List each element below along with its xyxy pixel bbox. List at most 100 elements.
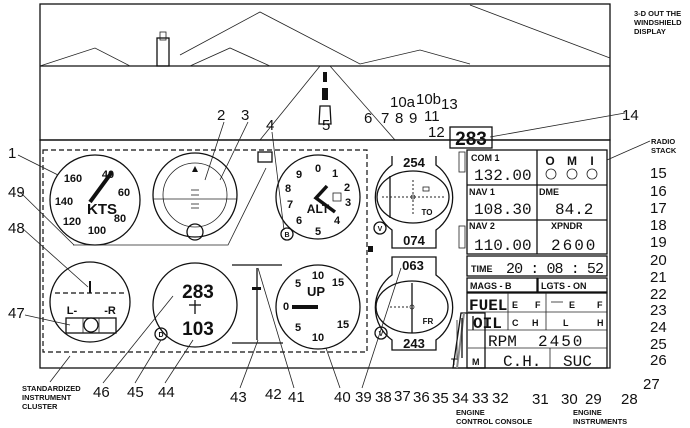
label-text: 3 <box>345 197 351 209</box>
label-text: 074 <box>403 233 425 248</box>
nav1-vor-indicator: 254 TO 074 V <box>373 155 454 249</box>
nav2-radio[interactable]: NAV 2 110.00 <box>469 221 532 255</box>
label-text: 25 <box>650 336 667 353</box>
label-text: H <box>597 318 604 328</box>
label-text: 5 <box>295 278 301 290</box>
label-text: 283 <box>182 282 214 303</box>
label-text: 48 <box>8 220 25 237</box>
airspeed-indicator: 160 40 60 80 100 120 140 KTS <box>49 154 141 246</box>
label-text: 3 <box>241 107 249 124</box>
label-text: 1 <box>332 168 338 180</box>
label-text: 243 <box>403 336 425 351</box>
label-text: 38 <box>375 389 392 406</box>
label-text: M <box>472 357 480 367</box>
label-text: FR <box>423 317 434 326</box>
callout-numbers: 1 2 3 4 5 6 7 8 9 10a 10b 11 12 13 14 15… <box>8 91 667 408</box>
caption-instrument-cluster: STANDARDIZED INSTRUMENT CLUSTER <box>22 384 81 411</box>
label-text: C.H. <box>503 353 541 371</box>
label-text: 063 <box>402 258 424 273</box>
label-text: 160 <box>64 173 82 185</box>
bank-pointer-icon <box>192 166 198 172</box>
label-text: 35 <box>432 390 449 407</box>
lights-switch[interactable] <box>537 277 608 293</box>
elevator-trim-indicator <box>232 264 283 344</box>
label-text: SUC <box>563 353 592 371</box>
dme-switch[interactable] <box>368 246 373 252</box>
label-text: 36 <box>413 389 430 406</box>
label-text: 21 <box>650 269 667 286</box>
obs2-knob[interactable] <box>374 326 388 340</box>
standardized-instrument-cluster <box>42 149 368 353</box>
label-text: 84.2 <box>555 201 593 219</box>
label-text: 108.30 <box>474 201 532 219</box>
label-text: 31 <box>532 391 549 408</box>
marker-light-icon <box>257 151 273 163</box>
label-text: T <box>451 357 457 367</box>
label-text: 2 <box>344 182 350 194</box>
label-text: -R <box>104 305 116 317</box>
radio-stack: COM 1 132.00 O M I NAV 1 108.30 DME 84.2… <box>466 149 608 255</box>
label-text: ENGINE <box>456 408 485 417</box>
label-text: OIL <box>473 315 502 333</box>
label-text: 19 <box>650 234 667 251</box>
engine-instruments: FUEL E F E F OIL C H L H RPM 2450 C.H. S… <box>466 292 608 371</box>
nav2-vor-indicator: 063 FR 243 V <box>374 256 454 351</box>
label-text: M <box>567 154 577 168</box>
mountain <box>39 47 131 67</box>
label-text: 7 <box>381 110 389 127</box>
label-text: 14 <box>622 107 639 124</box>
label-text: FUEL <box>469 297 507 315</box>
label-text: H <box>532 318 539 328</box>
obs1-knob[interactable] <box>373 221 387 235</box>
runway-stripe <box>323 72 327 82</box>
label-text: 10 <box>312 332 324 344</box>
label-text: 11 <box>424 108 440 125</box>
label-text: 10b <box>416 91 441 108</box>
caption-engine-console: ENGINE CONTROL CONSOLE <box>456 408 532 426</box>
label-text: 2 <box>217 107 225 124</box>
label-text: 13 <box>441 96 458 113</box>
label-text: 103 <box>182 319 214 340</box>
label-text: STACK <box>651 146 677 155</box>
heading-indicator: 283 103 D <box>152 262 238 348</box>
building-top <box>159 31 167 41</box>
label-text: 9 <box>296 169 302 181</box>
label-text: 5 <box>295 322 301 334</box>
label-text: 0 <box>315 163 321 175</box>
label-text: I <box>590 154 593 168</box>
label-text: 120 <box>63 216 81 228</box>
runway-stripe <box>322 88 328 100</box>
label-text: 6 <box>296 215 302 227</box>
altimeter-knob[interactable] <box>280 227 294 241</box>
transponder[interactable]: XPNDR 2600 <box>551 221 597 255</box>
altimeter-needles <box>313 184 337 214</box>
attitude-indicator <box>152 152 238 241</box>
label-text: 8 <box>285 183 291 195</box>
magnetos-switch[interactable] <box>466 277 538 293</box>
label-text: CLUSTER <box>22 402 58 411</box>
label-text: INSTRUMENTS <box>573 417 627 426</box>
caption-engine-instruments: ENGINE INSTRUMENTS <box>573 408 627 426</box>
nav1-marker <box>458 151 466 173</box>
label-text: 41 <box>288 389 305 406</box>
label-text: 7 <box>287 199 293 211</box>
label-text: 3-D OUT THE <box>634 9 681 18</box>
com1-radio[interactable]: COM 1 132.00 <box>471 153 532 185</box>
trim-pointer[interactable] <box>252 287 261 290</box>
label-text: MAGS - B <box>470 281 512 291</box>
label-text: 20 <box>650 252 667 269</box>
building <box>156 37 170 67</box>
label-text: TIME <box>471 264 493 274</box>
runway-edge <box>259 65 321 141</box>
nav1-radio[interactable]: NAV 1 108.30 <box>469 187 532 219</box>
label-text: E <box>512 300 518 310</box>
label-text: 80 <box>114 213 126 225</box>
inclinometer-ball <box>83 317 99 333</box>
label-text: 22 <box>650 286 667 303</box>
label-text: V <box>378 226 383 233</box>
mountain <box>179 11 471 65</box>
label-text: 40 <box>334 389 351 406</box>
label-text: 33 <box>472 390 489 407</box>
label-text: 32 <box>492 390 509 407</box>
label-text: 2600 <box>551 237 597 255</box>
